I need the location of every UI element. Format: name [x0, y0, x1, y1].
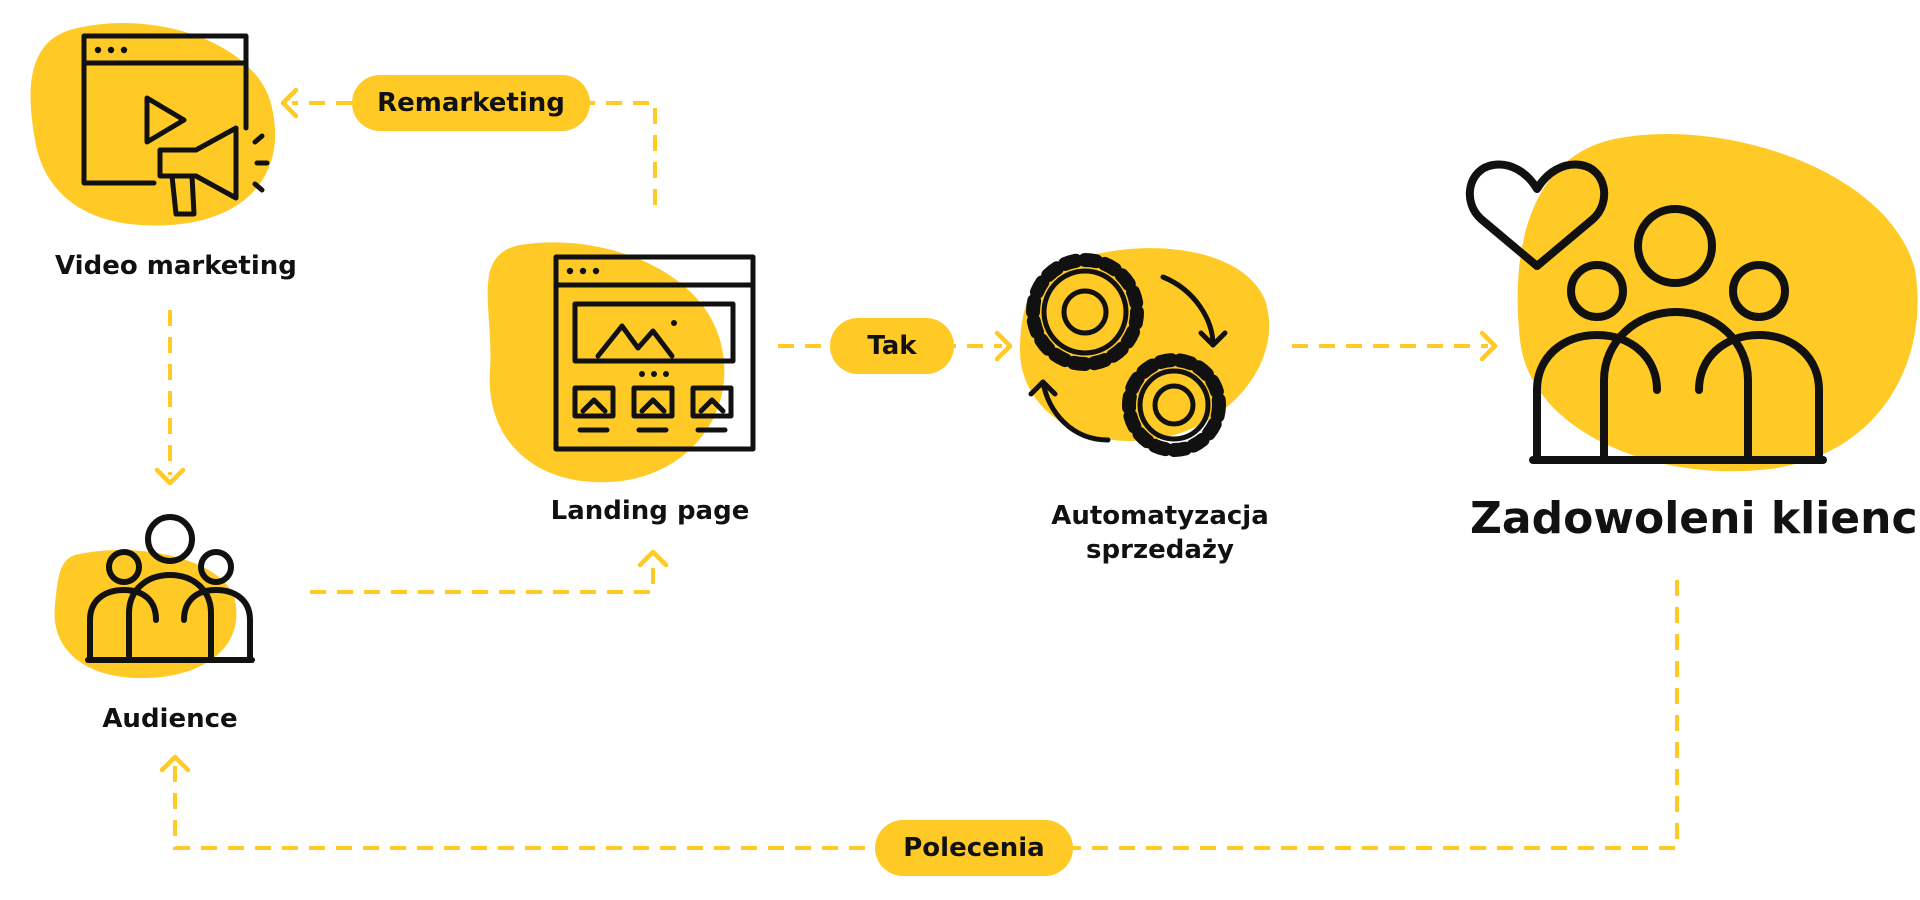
happy-clients-icon [1465, 160, 1827, 464]
happy-clients-label: Zadowoleni klienci [1470, 493, 1920, 544]
arrowhead-up [159, 754, 191, 773]
video-marketing-label: Video marketing [55, 251, 297, 281]
remarketing-edge-label: Remarketing [352, 75, 590, 131]
arrowhead-right [1479, 330, 1498, 362]
arrowhead-down [154, 467, 186, 486]
arrowhead-right [994, 330, 1013, 362]
audience-label: Audience [102, 704, 238, 734]
automation-label-line1: Automatyzacja [1051, 501, 1269, 531]
arrowhead-up [637, 549, 669, 568]
tak-edge-label: Tak [830, 318, 954, 374]
arrowhead-left [280, 87, 299, 119]
video-megaphone-icon [81, 33, 270, 217]
audience-to-landing-connector [310, 560, 655, 594]
polecenia-edge-label: Polecenia [875, 820, 1073, 876]
automation-label: Automatyzacja sprzedaży [1030, 500, 1290, 568]
audience-icon [85, 514, 255, 663]
gears-icon [1026, 253, 1228, 457]
landing-page-icon [553, 254, 756, 452]
landing-page-label: Landing page [550, 496, 750, 526]
automation-label-line2: sprzedaży [1086, 534, 1234, 565]
polecenia-connector [173, 580, 1679, 850]
remarketing-connector [292, 101, 657, 205]
video-marketing-blob [30, 23, 276, 226]
